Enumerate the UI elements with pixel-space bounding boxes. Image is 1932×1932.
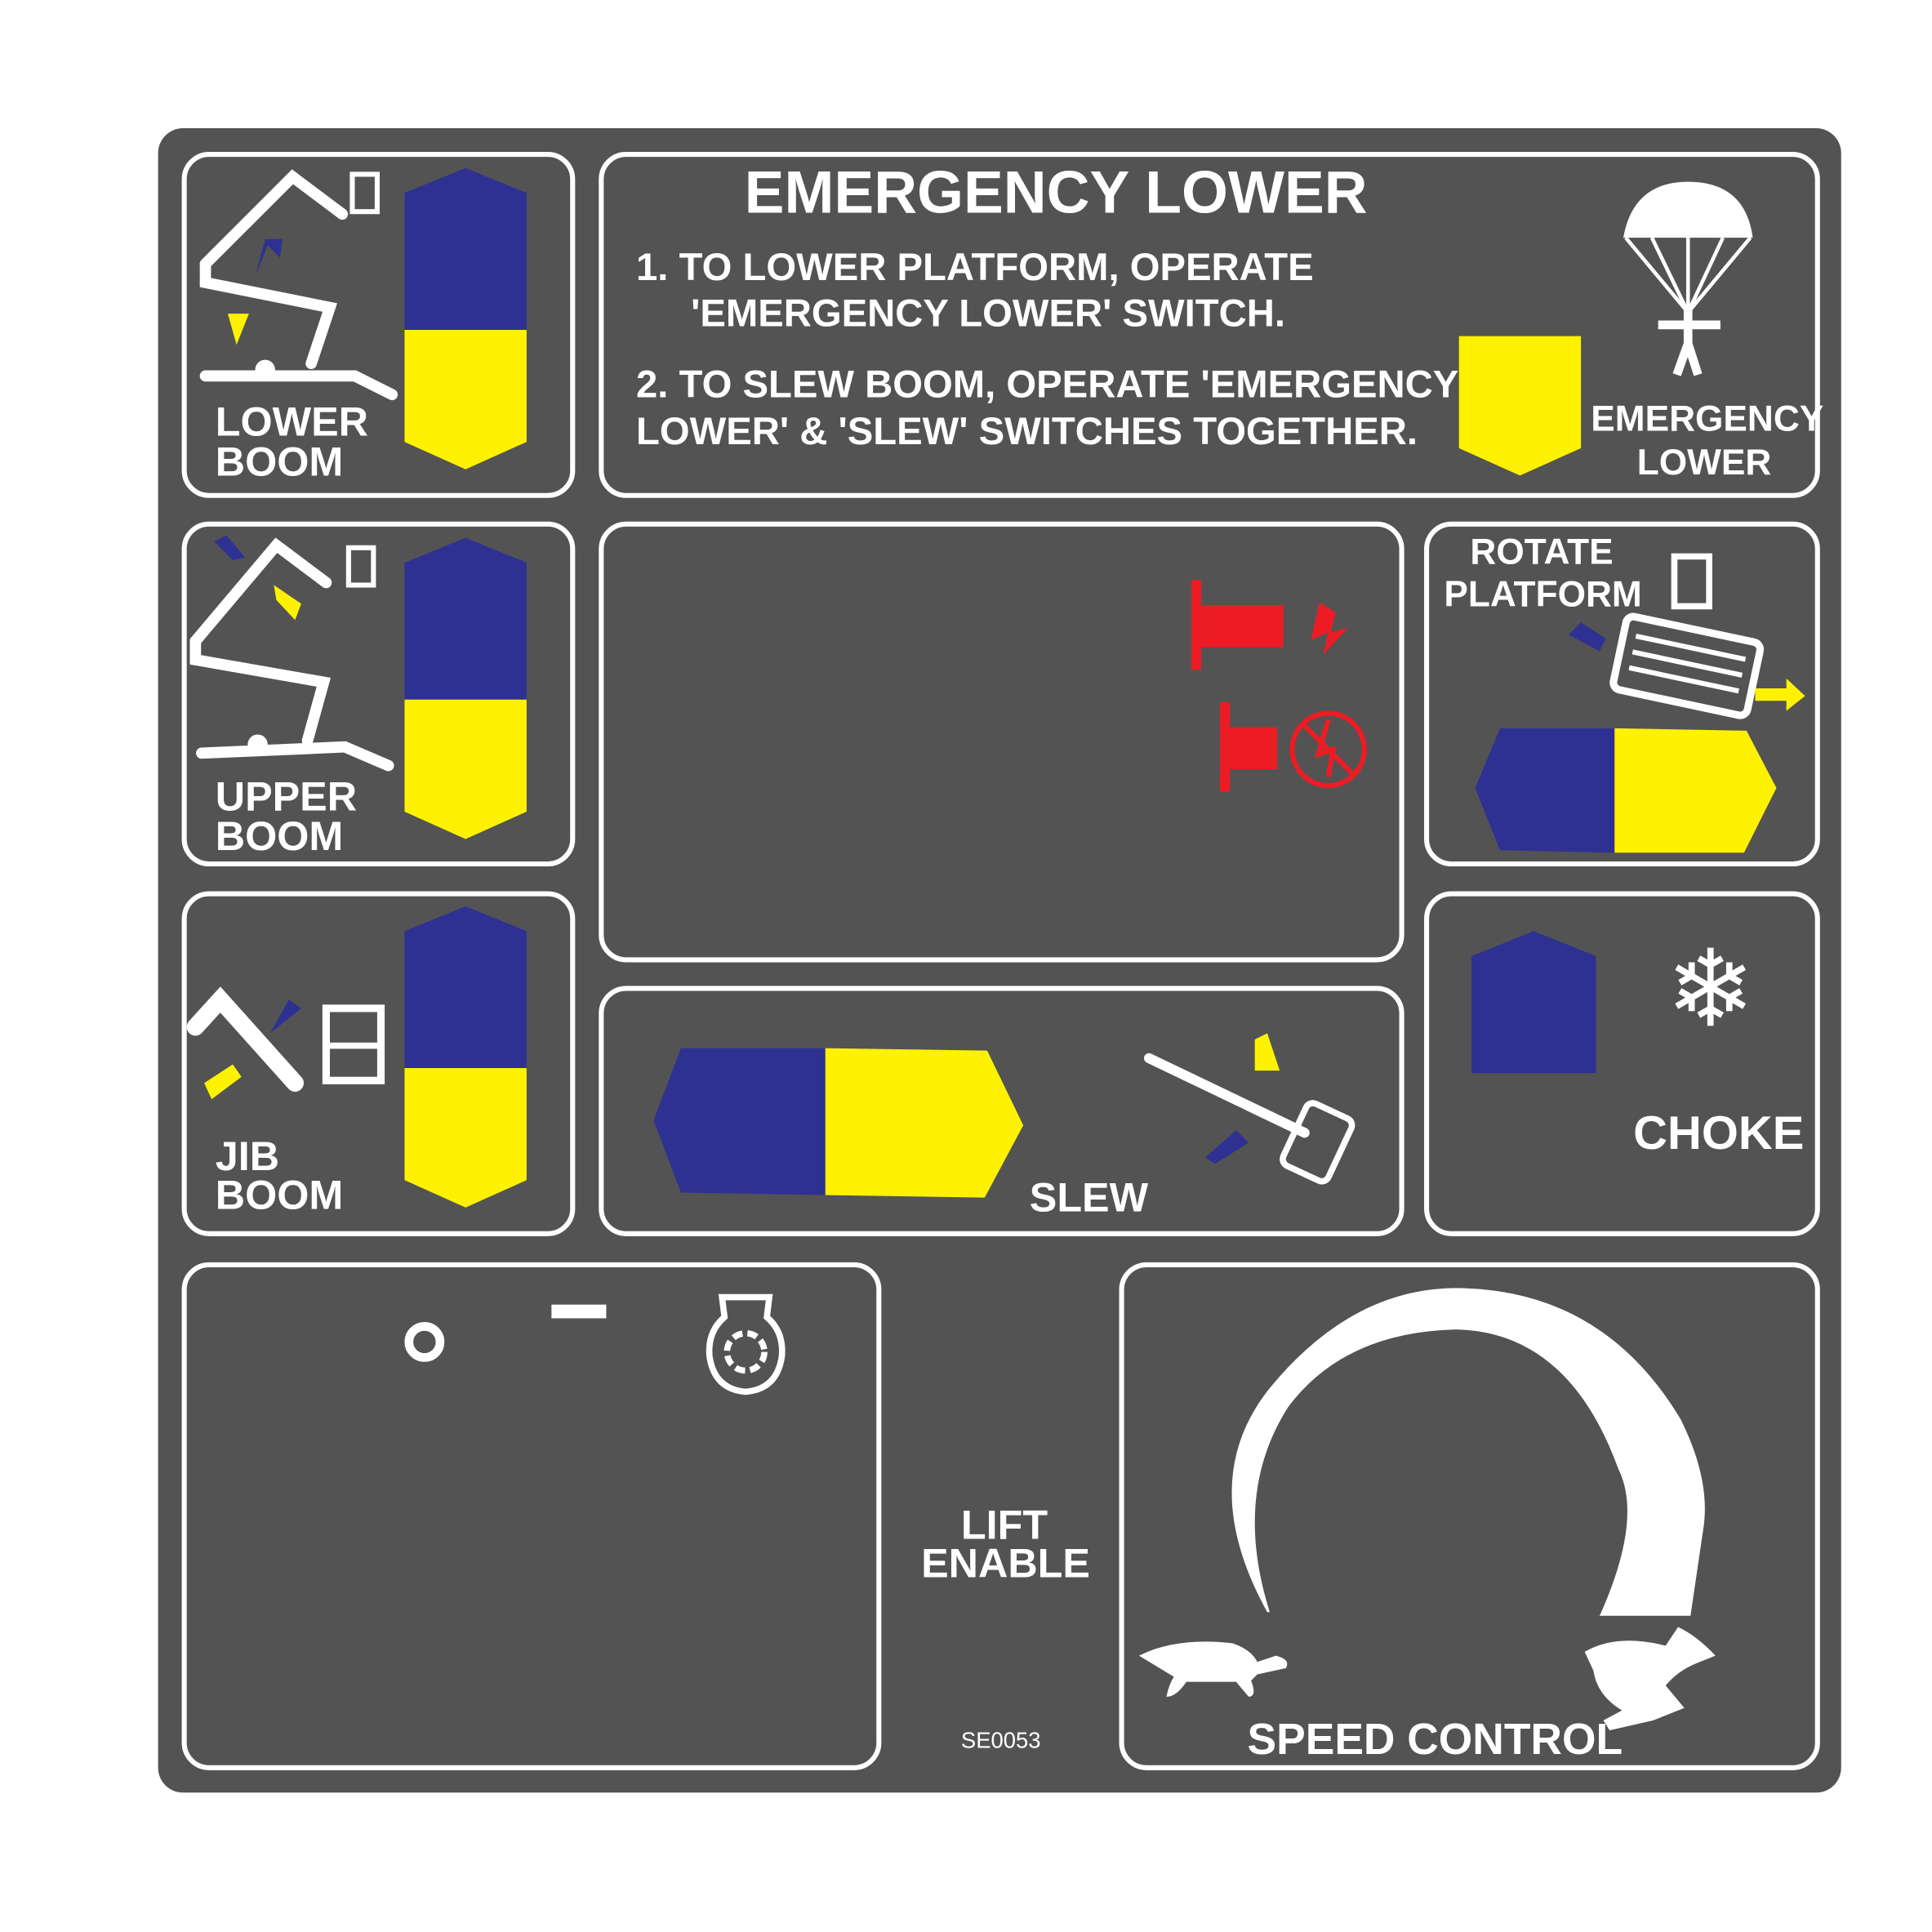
jib-boom-rocker-switch[interactable] (404, 906, 528, 1208)
rotate-label-1: ROTATE (1470, 532, 1614, 573)
rotate-platform-rocker-switch[interactable] (1475, 728, 1781, 855)
power-on-icon (1311, 602, 1349, 655)
jib-boom-box (181, 891, 576, 1236)
part-number: SE0053 (960, 1728, 1041, 1753)
upper-boom-label-2: BOOM (215, 812, 344, 859)
emergency-lower-box (599, 151, 1820, 498)
rotate-platform-box (1424, 521, 1820, 867)
off-position-icon (404, 1322, 445, 1362)
jib-boom-label-2: BOOM (215, 1171, 344, 1218)
emergency-lower-label-2: LOWER (1636, 443, 1772, 483)
boom-lift-lower-icon (199, 169, 398, 401)
jib-boom-icon (186, 986, 385, 1100)
power-off-icon (1289, 710, 1367, 789)
slew-box (599, 986, 1404, 1236)
boom-lift-upper-icon (189, 535, 394, 772)
slew-label: SLEW (1029, 1173, 1149, 1221)
rotating-platform-icon (1568, 553, 1805, 719)
parachute-icon (1623, 181, 1753, 376)
choke-box (1424, 891, 1820, 1236)
upper-boom-label-1: UPPER (215, 772, 358, 820)
emergency-step1-line2: 'EMERGENCY LOWER' SWITCH. (691, 291, 1285, 336)
jib-boom-label-1: JIB (215, 1133, 280, 1179)
turtle-slow-icon (1138, 1641, 1288, 1697)
emergency-lower-switch[interactable] (1458, 336, 1583, 479)
lower-boom-label-1: LOWER (215, 398, 368, 445)
slew-rocker-switch[interactable] (653, 1048, 1026, 1200)
snowflake-icon: ❄ (1665, 929, 1756, 1050)
speed-dial-arc (1231, 1288, 1705, 1616)
choke-switch[interactable] (1471, 931, 1596, 1074)
rotate-label-2: PLATFORM (1444, 575, 1642, 616)
upper-boom-box (181, 521, 576, 867)
power-indicator-box (599, 521, 1404, 963)
on-position-icon (551, 1304, 607, 1319)
lower-boom-label-2: BOOM (215, 438, 344, 485)
speed-control-label: SPEED CONTROL (1247, 1715, 1623, 1765)
lift-enable-label-2: ENABLE (921, 1539, 1090, 1587)
rabbit-fast-icon (1584, 1627, 1716, 1731)
emergency-step2-line1: 2. TO SLEW BOOM, OPERATE 'EMERGENCY (636, 362, 1459, 406)
choke-label: CHOKE (1633, 1107, 1805, 1160)
lower-boom-box (181, 151, 576, 498)
emergency-title: EMERGENCY LOWER (744, 160, 1368, 227)
slew-boom-icon (1144, 1033, 1356, 1185)
lift-enable-label-1: LIFT (960, 1501, 1048, 1547)
upper-boom-rocker-switch[interactable] (404, 537, 528, 839)
speed-control-box (1119, 1262, 1820, 1770)
power-on-off-icons (1191, 580, 1367, 792)
emergency-lower-label-1: EMERGENCY (1591, 399, 1824, 440)
lower-boom-rocker-switch[interactable] (404, 167, 528, 470)
key-switch-box (181, 1262, 882, 1770)
engine-start-icon (706, 1293, 786, 1396)
emergency-step1-line1: 1. TO LOWER PLATFORM, OPERATE (636, 245, 1314, 289)
emergency-step2-line2: LOWER' & 'SLEW' SWITCHES TOGETHER. (636, 409, 1418, 453)
